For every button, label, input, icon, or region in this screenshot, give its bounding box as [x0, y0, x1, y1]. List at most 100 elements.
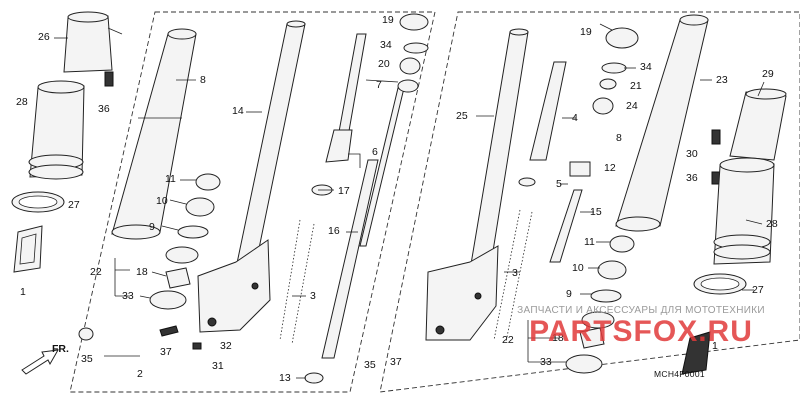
slide-bushing-right-part	[609, 235, 635, 253]
washer-right-small-part	[590, 289, 622, 303]
outer-tube-right-part	[615, 14, 709, 232]
damper-rod-part	[321, 33, 405, 359]
callout-29: 29	[762, 68, 774, 80]
callout-10b: 10	[572, 262, 584, 274]
fork-boot-right-part	[713, 157, 775, 265]
spacer-right-part	[599, 78, 617, 90]
callout-8: 8	[200, 74, 206, 86]
washer-part	[177, 225, 209, 239]
callout-20: 20	[378, 58, 390, 70]
fork-spring-part	[279, 219, 315, 345]
washer-right-part	[518, 177, 536, 187]
callout-37: 37	[160, 346, 172, 358]
washer-small-part	[192, 342, 202, 350]
inner-tube-part	[197, 20, 306, 333]
dust-cover-part	[63, 11, 123, 73]
guide-bushing-part	[185, 197, 215, 217]
callout-30: 30	[686, 148, 698, 160]
damper-cylinder-part	[529, 61, 567, 161]
fork-cap-right-part	[605, 27, 639, 49]
callout-10: 10	[156, 195, 168, 207]
callout-35b: 35	[364, 359, 376, 371]
callout-22: 22	[90, 266, 102, 278]
callout-13: 13	[279, 372, 291, 384]
front-direction-arrow: FR.	[21, 343, 69, 375]
callout-9: 9	[149, 221, 155, 233]
callout-21: 21	[630, 80, 642, 92]
callout-31: 31	[212, 360, 224, 372]
callout-27b: 27	[752, 284, 764, 296]
dust-cover-right-part	[729, 88, 787, 161]
bolt-right-part	[711, 129, 721, 145]
o-ring-part	[403, 42, 429, 54]
callout-5: 5	[556, 178, 562, 190]
diagram-code: MCH4F0001	[654, 369, 705, 379]
callout-8b: 8	[616, 132, 622, 144]
dust-seal-right-part	[565, 354, 603, 374]
oil-seal-right-part	[581, 311, 615, 329]
callout-19: 19	[382, 14, 394, 26]
inner-tube-right-part	[425, 28, 529, 341]
callout-1: 1	[20, 286, 26, 298]
slide-bushing-part	[195, 173, 221, 191]
front-label: FR.	[52, 343, 69, 355]
callout-4: 4	[572, 112, 578, 124]
callout-19b: 19	[580, 26, 592, 38]
callout-37b: 37	[390, 356, 402, 368]
fork-spring-right-part	[493, 209, 533, 343]
callout-11b: 11	[584, 236, 595, 248]
fork-boot-part	[28, 80, 85, 180]
callout-2: 2	[137, 368, 143, 380]
callout-24: 24	[626, 100, 638, 112]
callout-32: 32	[220, 340, 232, 352]
callout-28b: 28	[766, 218, 778, 230]
spacer-part	[399, 57, 421, 75]
fork-cap-part	[399, 13, 429, 31]
callout-34: 34	[380, 39, 392, 51]
callout-23: 23	[716, 74, 728, 86]
callout-18b: 18	[552, 332, 564, 344]
callout-35: 35	[81, 353, 93, 365]
callout-17: 17	[338, 185, 350, 197]
outer-tube-part	[111, 28, 197, 240]
callout-28: 28	[16, 96, 28, 108]
callout-26: 26	[38, 31, 50, 43]
stop-ring-part	[304, 372, 324, 384]
callout-14: 14	[232, 105, 244, 117]
guide-bushing-right-part	[597, 260, 627, 280]
callout-1b: 1	[712, 340, 718, 352]
oil-seal-part	[165, 246, 199, 264]
left-fork-frame	[69, 11, 436, 393]
callout-18: 18	[136, 266, 148, 278]
snap-ring-right-part	[579, 327, 605, 349]
o-ring-right-part	[601, 62, 627, 74]
callout-16: 16	[328, 225, 340, 237]
rebound-rod-part	[549, 189, 583, 263]
drain-bolt-part	[159, 325, 179, 337]
snap-ring-part	[165, 267, 191, 289]
collar-right-part	[592, 97, 614, 115]
reflector-part	[13, 225, 43, 273]
callout-11: 11	[165, 173, 176, 185]
callout-15: 15	[590, 206, 602, 218]
callout-33b: 33	[540, 356, 552, 368]
callout-27: 27	[68, 199, 80, 211]
callout-22b: 22	[502, 334, 514, 346]
callout-36: 36	[98, 103, 110, 115]
callout-36b: 36	[686, 172, 698, 184]
reflector-right-part	[681, 331, 711, 375]
nut-part	[397, 79, 419, 93]
callout-34b: 34	[640, 61, 652, 73]
cap-part	[78, 327, 94, 341]
callout-3: 3	[310, 290, 316, 302]
dust-seal-part	[149, 290, 187, 310]
callout-25: 25	[456, 110, 468, 122]
callout-6: 6	[372, 146, 378, 158]
lock-nut-part	[569, 161, 591, 177]
right-fork-frame	[379, 11, 800, 393]
callout-12: 12	[604, 162, 616, 174]
callout-9b: 9	[566, 288, 572, 300]
callout-7: 7	[376, 79, 382, 91]
bolt-part	[104, 71, 114, 87]
